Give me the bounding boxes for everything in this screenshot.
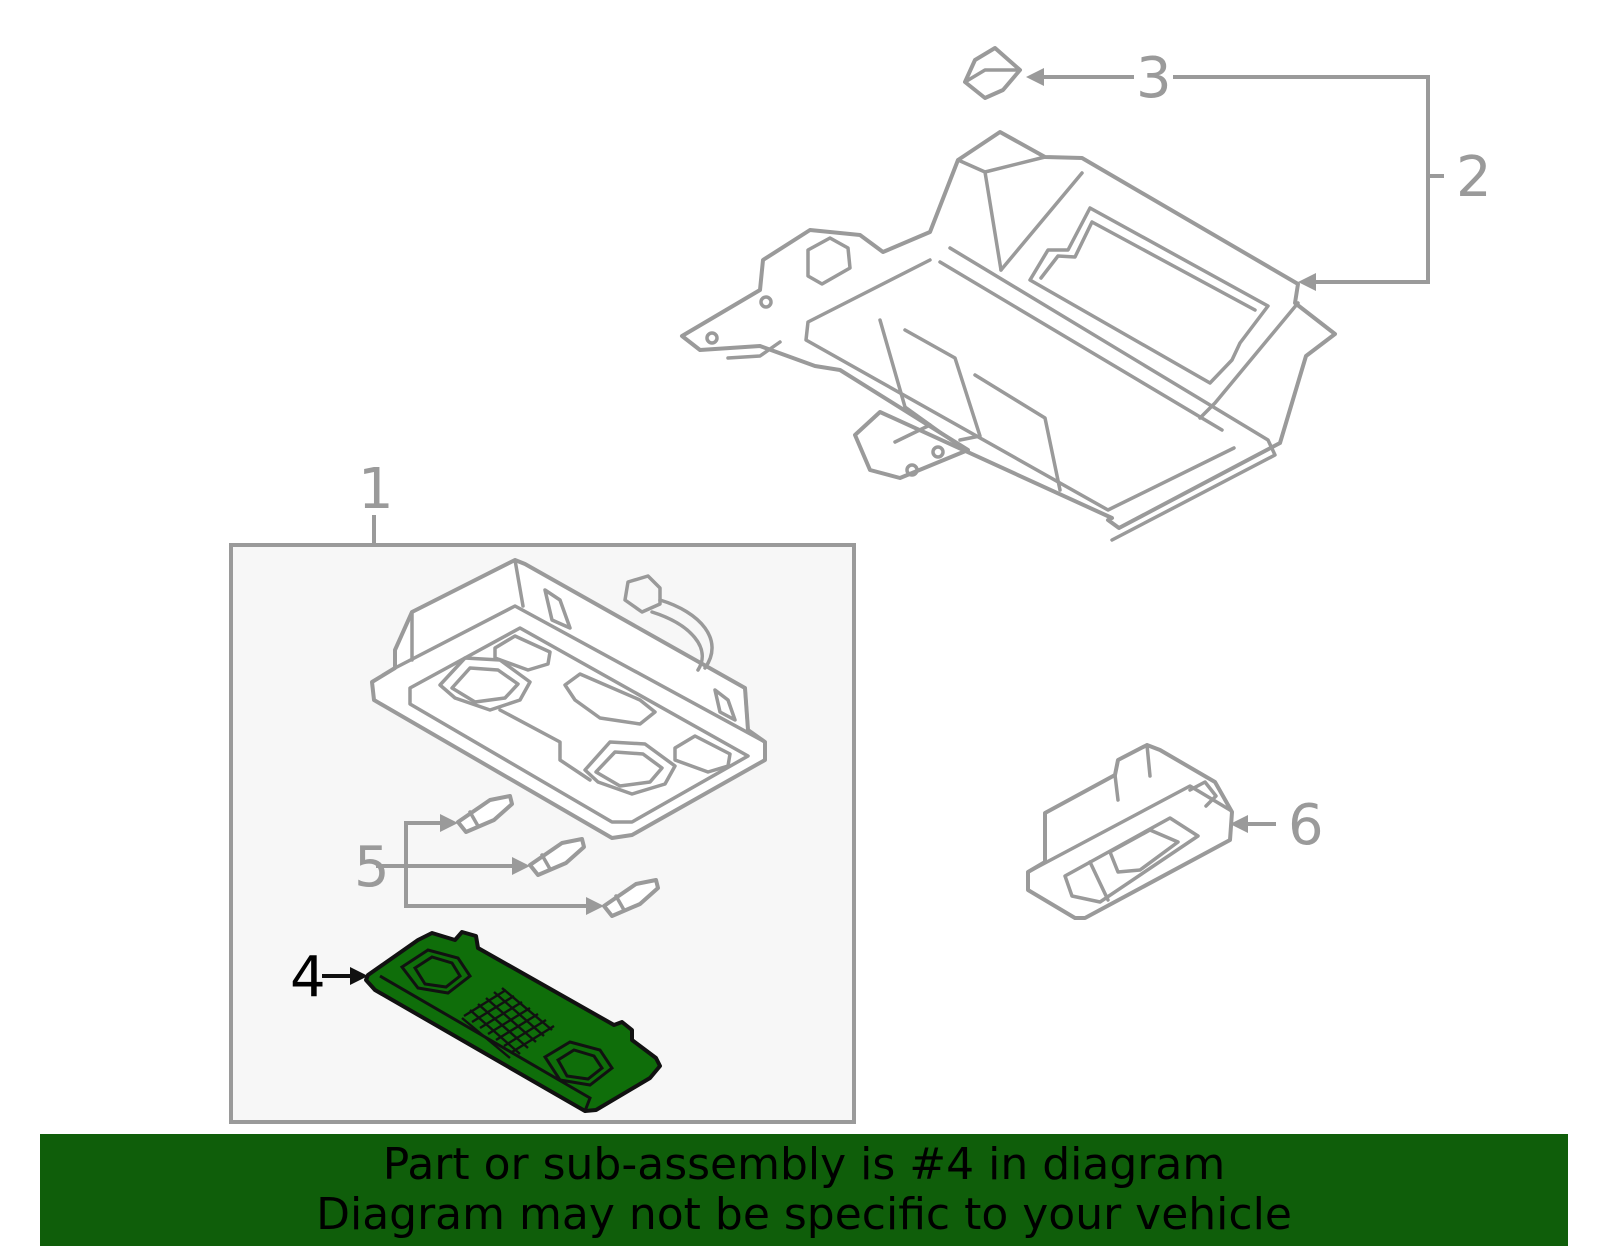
lens-grid xyxy=(461,987,555,1059)
part-2-bracket xyxy=(680,130,1337,542)
part-5-bulb-bottom xyxy=(602,878,660,918)
leader-4 xyxy=(322,967,368,985)
callout-4: 4 xyxy=(290,945,326,1010)
leader-5 xyxy=(376,814,604,915)
callout-6: 6 xyxy=(1288,793,1324,858)
part-3-clip xyxy=(963,46,1022,100)
footer-line-2: Diagram may not be specific to your vehi… xyxy=(316,1189,1292,1240)
part-5-bulb-middle xyxy=(528,837,586,877)
callout-2: 2 xyxy=(1456,145,1492,210)
leader-6 xyxy=(1230,815,1276,833)
part-6-lamp xyxy=(1026,743,1234,920)
callout-5: 5 xyxy=(354,835,390,900)
callout-3: 3 xyxy=(1136,46,1172,111)
footer-line-1: Part or sub-assembly is #4 in diagram xyxy=(382,1139,1226,1190)
callout-1: 1 xyxy=(358,457,394,522)
leader-2-3 xyxy=(1026,68,1444,291)
part-4-lens xyxy=(364,930,662,1114)
footer-banner: Part or sub-assembly is #4 in diagram Di… xyxy=(40,1134,1568,1246)
part-1-console xyxy=(370,558,767,840)
part-5-bulb-top xyxy=(456,794,514,834)
